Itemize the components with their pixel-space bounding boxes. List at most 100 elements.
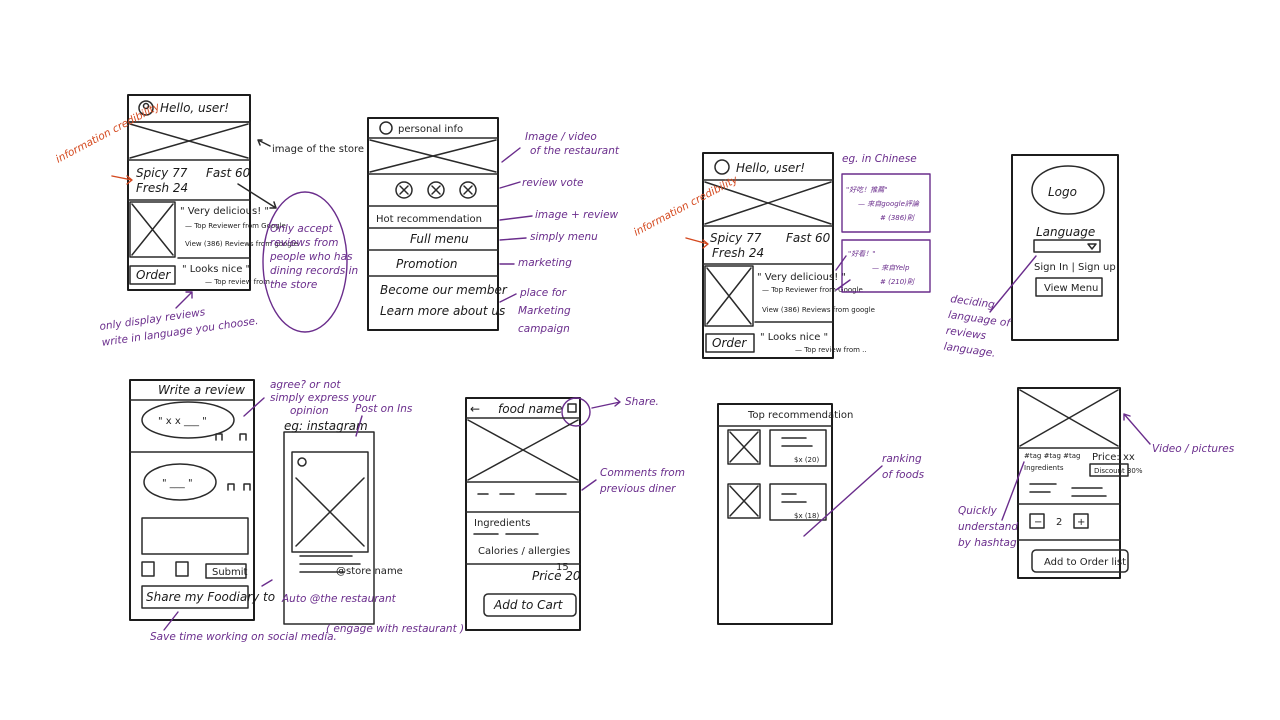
- greeting-text: Hello, user!: [736, 161, 805, 175]
- review-quote-1: " x x ___ ": [158, 416, 207, 427]
- user-icon: [714, 159, 730, 175]
- logo-text: Logo: [1048, 185, 1077, 199]
- sketch-top-recommendation: Top recommendation $x (20) $x (18) ranki…: [717, 403, 925, 625]
- share-foodiary-label: Share my Foodiary to: [146, 590, 275, 604]
- share-icon[interactable]: [567, 403, 577, 413]
- order-button[interactable]: [705, 333, 755, 353]
- language-select[interactable]: [1033, 239, 1101, 253]
- annotation-store-image: image of the store: [272, 144, 364, 155]
- chinese-review-box-2: [841, 239, 931, 293]
- discount-text: Discount 30%: [1094, 467, 1143, 475]
- annotation-save-time: Save time working on social media.: [150, 631, 337, 643]
- order-button-label: Order: [136, 268, 171, 282]
- fresh-score: Fresh 24: [712, 246, 764, 260]
- review-bubble-1: [141, 401, 235, 439]
- review-vote-faces[interactable]: [395, 181, 477, 199]
- review-2-text: " Looks nice ": [182, 264, 250, 275]
- food-thumb-1[interactable]: [727, 429, 761, 465]
- menu-full-menu[interactable]: Full menu: [410, 232, 469, 246]
- store-name-tag: @store name: [336, 566, 403, 577]
- ingredients-label: Ingredients: [474, 518, 530, 529]
- hashtags: #tag #tag #tag: [1024, 452, 1080, 460]
- user-icon: [138, 100, 154, 116]
- submit-button[interactable]: [205, 563, 247, 579]
- top-recommendation-title: Top recommendation: [747, 410, 853, 421]
- share-highlight-circle: [561, 397, 591, 427]
- review-1-text: " Very delicious! ": [180, 206, 269, 217]
- menu-become-member[interactable]: Become our member: [380, 283, 508, 297]
- store-image: [127, 121, 251, 161]
- annotation-circle: [262, 191, 348, 333]
- personal-info-text: personal info: [398, 124, 463, 135]
- sketch-write-review: Write a review " x x ___ " " ___ " Submi…: [129, 379, 464, 643]
- like-dislike-icons[interactable]: [215, 433, 247, 441]
- review-1-source: — Top Reviewer from Google: [185, 222, 286, 230]
- instagram-phone: [283, 431, 375, 625]
- chinese-review-1-source: — 來自google評論: [858, 200, 920, 208]
- review-quote-2: " ___ ": [162, 478, 193, 489]
- like-dislike-icons[interactable]: [227, 483, 251, 491]
- annotation-chinese: eg. in Chinese: [842, 153, 917, 165]
- annotation-share: Share.: [625, 396, 659, 408]
- item-ingredients: Ingredients: [1024, 464, 1064, 472]
- sketch-food-detail: ← food name Ingredients Calories / aller…: [465, 396, 685, 631]
- review-textarea[interactable]: [141, 517, 249, 555]
- sketch-language-screen: Logo Language Sign In | Sign up View Men…: [943, 154, 1119, 361]
- food-image: [129, 201, 176, 258]
- language-label: Language: [1036, 225, 1095, 239]
- submit-label: Submit: [212, 567, 248, 578]
- user-icon: [379, 121, 393, 135]
- price-old: Price 20: [532, 569, 581, 583]
- food-card-1[interactable]: [769, 429, 827, 467]
- review-2-source: — Top review from ..: [795, 346, 867, 354]
- item-price: Price: xx: [1092, 452, 1135, 463]
- chevron-down-icon: [1087, 243, 1097, 250]
- add-to-order-label: Add to Order list: [1044, 557, 1126, 568]
- back-arrow-icon[interactable]: ←: [470, 402, 480, 416]
- review-2-source: — Top review from ..: [205, 278, 277, 286]
- sketch-order-screen: #tag #tag #tag Price: xx Ingredients Dis…: [958, 387, 1235, 579]
- image-upload-1[interactable]: [141, 561, 155, 577]
- sign-in-link[interactable]: Sign In | Sign up: [1034, 262, 1116, 273]
- annotation-marketing: marketing: [518, 257, 572, 269]
- annotation-deciding: decidinglanguage ofreviewslanguage.: [943, 293, 1015, 361]
- sketch-home-chinese: Hello, user! Spicy 77 Fast 60 Fresh 24 "…: [632, 152, 931, 359]
- plus-label: +: [1077, 517, 1085, 528]
- view-menu-label: View Menu: [1044, 283, 1098, 294]
- fast-score: Fast 60: [206, 166, 251, 180]
- chinese-review-2: "好看！": [848, 250, 875, 258]
- image-upload-2[interactable]: [175, 561, 189, 577]
- food-card-2[interactable]: [769, 483, 827, 521]
- menu-hot-recommendation[interactable]: Hot recommendation: [376, 214, 482, 225]
- add-to-order-button[interactable]: [1031, 549, 1129, 573]
- view-menu-button[interactable]: [1035, 277, 1103, 297]
- annotation-image-review: image + review: [535, 209, 619, 221]
- share-foodiary-button[interactable]: [141, 585, 249, 609]
- review-1-view: View (386) Reviews from google: [762, 306, 875, 314]
- chinese-review-1: "好吃！推薦": [846, 186, 887, 194]
- annotation-engage: ( engage with restaurant ): [326, 623, 464, 635]
- food-name-title: food name: [498, 402, 562, 416]
- food-thumb-2[interactable]: [727, 483, 761, 519]
- food-image: [704, 265, 754, 327]
- annotation-review-vote: review vote: [522, 177, 584, 189]
- menu-promotion[interactable]: Promotion: [396, 257, 458, 271]
- order-button[interactable]: [129, 265, 176, 285]
- review-1-text: " Very delicious! ": [757, 272, 846, 283]
- annotation-post-on-ins: Post on Ins: [355, 403, 413, 415]
- chinese-review-box-1: [841, 173, 931, 233]
- spicy-score: Spicy 77: [136, 166, 188, 180]
- plus-button[interactable]: [1073, 513, 1089, 529]
- minus-button[interactable]: [1029, 513, 1045, 529]
- greeting-text: Hello, user!: [160, 101, 229, 115]
- add-to-cart-button[interactable]: [483, 593, 577, 617]
- annotation-credibility: information credibility: [54, 100, 163, 165]
- menu-learn-more[interactable]: Learn more about us: [380, 304, 505, 318]
- instagram-post: [291, 451, 369, 553]
- discount-badge: [1089, 463, 1129, 477]
